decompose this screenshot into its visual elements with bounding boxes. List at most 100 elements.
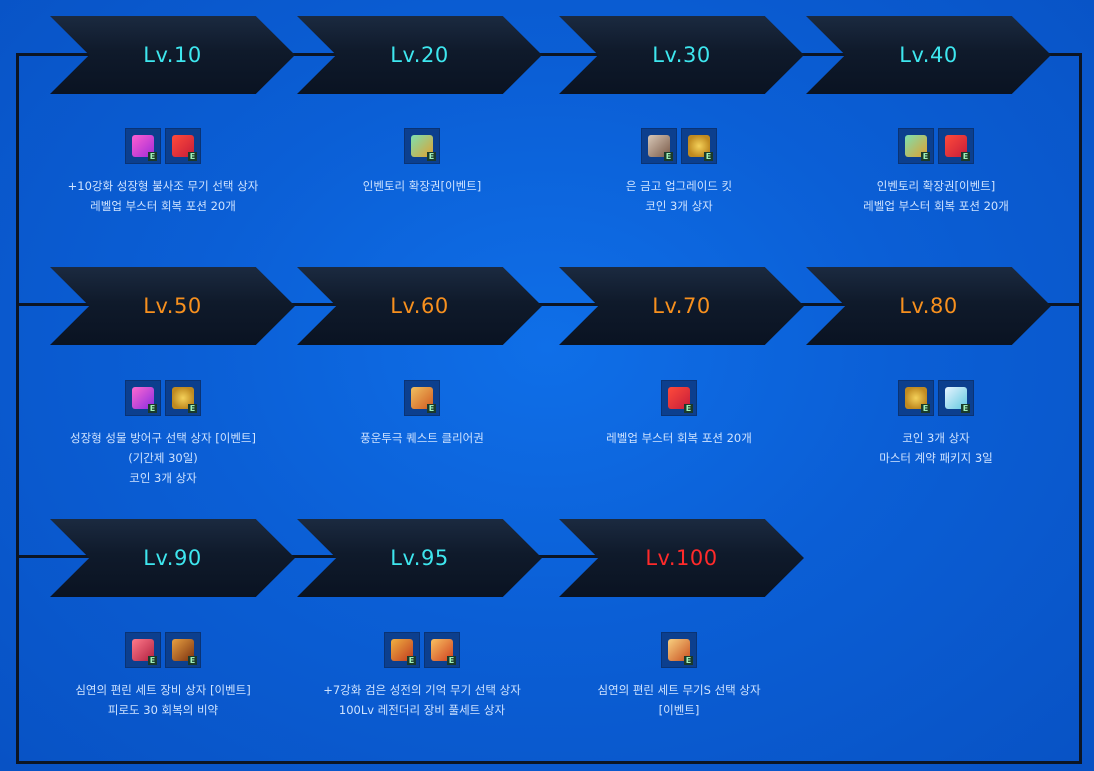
reward-icons: E (661, 632, 697, 668)
reward-line: 피로도 30 회복의 비약 (107, 703, 219, 717)
reward-line: 레벨업 부스터 회복 포션 20개 (90, 199, 236, 213)
frame-line-right (1079, 53, 1082, 764)
level-tab: Lv.100 (559, 519, 804, 597)
event-badge-icon: E (407, 656, 416, 665)
event-badge-icon: E (961, 152, 970, 161)
level-label: Lv.50 (143, 294, 202, 318)
pink-weapon-box-icon[interactable]: E (125, 128, 161, 164)
weapon-box-icon-glyph (391, 639, 413, 661)
level-label: Lv.30 (652, 43, 711, 67)
red-potion-icon-glyph (172, 135, 194, 157)
event-badge-icon: E (447, 656, 456, 665)
level-tab: Lv.40 (806, 16, 1051, 94)
level-label: Lv.80 (899, 294, 958, 318)
reward-description: 풍운투극 퀘스트 클리어권 (292, 428, 552, 448)
reward-icons: E (404, 128, 440, 164)
event-badge-icon: E (664, 152, 673, 161)
inventory-bag-icon-glyph (905, 135, 927, 157)
level-label: Lv.40 (899, 43, 958, 67)
event-badge-icon: E (961, 404, 970, 413)
reward-line: 레벨업 부스터 회복 포션 20개 (863, 199, 1009, 213)
master-contract-icon-glyph (945, 387, 967, 409)
level-tab: Lv.30 (559, 16, 804, 94)
equipment-set-box-icon[interactable]: E (125, 632, 161, 668)
frame-line-bottom (16, 761, 1082, 764)
red-potion-icon[interactable]: E (938, 128, 974, 164)
legendary-set-box-icon-glyph (431, 639, 453, 661)
event-badge-icon: E (148, 404, 157, 413)
level-tab: Lv.70 (559, 267, 804, 345)
level-label: Lv.95 (390, 546, 449, 570)
legendary-set-box-icon[interactable]: E (424, 632, 460, 668)
red-potion-icon[interactable]: E (165, 128, 201, 164)
reward-icons: E (404, 380, 440, 416)
gold-coin-icon-glyph (172, 387, 194, 409)
reward-icons: E (661, 380, 697, 416)
abyss-weapon-box-icon[interactable]: E (661, 632, 697, 668)
level-label: Lv.100 (645, 546, 718, 570)
event-badge-icon: E (921, 404, 930, 413)
reward-line: 마스터 계약 패키지 3일 (879, 451, 993, 465)
level-label: Lv.70 (652, 294, 711, 318)
reward-line: 코인 3개 상자 (645, 199, 713, 213)
silver-chest-icon[interactable]: E (641, 128, 677, 164)
event-badge-icon: E (148, 656, 157, 665)
level-label: Lv.10 (143, 43, 202, 67)
red-potion-icon[interactable]: E (661, 380, 697, 416)
reward-line: 레벨업 부스터 회복 포션 20개 (606, 431, 752, 445)
event-badge-icon: E (684, 656, 693, 665)
pink-armor-box-icon-glyph (132, 387, 154, 409)
weapon-box-icon[interactable]: E (384, 632, 420, 668)
frame-line-row2 (16, 303, 1082, 306)
event-badge-icon: E (704, 152, 713, 161)
reward-line: 은 금고 업그레이드 킷 (625, 179, 733, 193)
event-badge-icon: E (684, 404, 693, 413)
inventory-bag-icon-glyph (411, 135, 433, 157)
inventory-bag-icon[interactable]: E (404, 128, 440, 164)
frame-line-top (16, 53, 1082, 56)
level-tab: Lv.90 (50, 519, 295, 597)
abyss-weapon-box-icon-glyph (668, 639, 690, 661)
gold-coin-icon[interactable]: E (898, 380, 934, 416)
reward-description: 심연의 편린 세트 장비 상자 [이벤트] 피로도 30 회복의 비약 (33, 680, 293, 720)
reward-line: 심연의 편린 세트 장비 상자 [이벤트] (75, 683, 251, 697)
event-badge-icon: E (427, 152, 436, 161)
frame-line-left (16, 53, 19, 764)
master-contract-icon[interactable]: E (938, 380, 974, 416)
level-tab: Lv.60 (297, 267, 542, 345)
reward-line: 코인 3개 상자 (902, 431, 970, 445)
gold-coin-icon[interactable]: E (681, 128, 717, 164)
reward-line: 풍운투극 퀘스트 클리어권 (360, 431, 484, 445)
reward-line: 성장형 성물 방어구 선택 상자 [이벤트] (70, 431, 256, 445)
level-label: Lv.20 (390, 43, 449, 67)
reward-line: +10강화 성장형 불사조 무기 선택 상자 (67, 179, 259, 193)
quest-scroll-icon[interactable]: E (404, 380, 440, 416)
reward-description: 인벤토리 확장권[이벤트] (292, 176, 552, 196)
pink-armor-box-icon[interactable]: E (125, 380, 161, 416)
event-badge-icon: E (427, 404, 436, 413)
level-tab: Lv.95 (297, 519, 542, 597)
reward-line: 코인 3개 상자 (129, 471, 197, 485)
event-badge-icon: E (921, 152, 930, 161)
reward-line: 인벤토리 확장권[이벤트] (876, 179, 996, 193)
silver-chest-icon-glyph (648, 135, 670, 157)
inventory-bag-icon[interactable]: E (898, 128, 934, 164)
reward-description: 심연의 편린 세트 무기S 선택 상자[이벤트] (549, 680, 809, 720)
level-tab: Lv.20 (297, 16, 542, 94)
elixir-bottle-icon[interactable]: E (165, 632, 201, 668)
level-tab: Lv.80 (806, 267, 1051, 345)
reward-line: 인벤토리 확장권[이벤트] (362, 179, 482, 193)
reward-description: 인벤토리 확장권[이벤트] 레벨업 부스터 회복 포션 20개 (806, 176, 1066, 216)
level-label: Lv.90 (143, 546, 202, 570)
reward-line: (기간제 30일) (128, 451, 198, 465)
gold-coin-icon[interactable]: E (165, 380, 201, 416)
